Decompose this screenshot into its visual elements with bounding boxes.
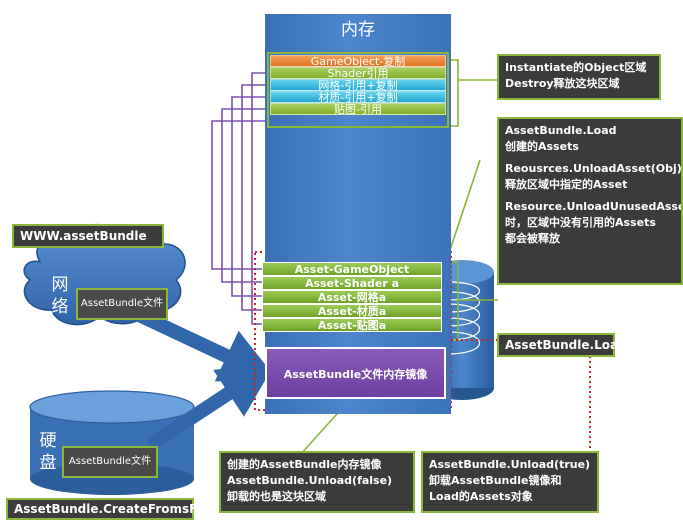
asset-texture: Asset-贴图a bbox=[262, 318, 442, 332]
load-info-callout: AssetBundle.Load 创建的Assets Reousrces.Unl… bbox=[497, 117, 683, 285]
instantiate-callout: Instantiate的Object区域 Destroy释放这块区域 bbox=[497, 54, 661, 100]
load-info-line-1: AssetBundle.Load bbox=[505, 124, 617, 137]
load-info-line-7: 都会被释放 bbox=[505, 232, 560, 245]
create-from-file-label: AssetBundle.CreateFromsFile bbox=[6, 498, 214, 520]
asset-shader: Asset-Shader a bbox=[262, 276, 442, 290]
load-info-line-2: 创建的Assets bbox=[505, 140, 579, 153]
unload-false-line-2: AssetBundle.Unload(false) bbox=[227, 474, 393, 487]
unload-true-callout: AssetBundle.Unload(true) 卸载AssetBundle镜像… bbox=[421, 451, 599, 513]
purple-link-lines bbox=[211, 72, 270, 325]
instantiate-callout-line-2: Destroy释放这块区域 bbox=[505, 77, 620, 90]
load-info-line-4: 释放区域中指定的Asset bbox=[505, 178, 628, 191]
unload-false-line-1: 创建的AssetBundle内存镜像 bbox=[227, 458, 382, 471]
network-label-char-2: 络 bbox=[51, 297, 69, 317]
instantiate-callout-line-1: Instantiate的Object区域 bbox=[505, 61, 647, 74]
unload-true-line-1: AssetBundle.Unload(true) bbox=[429, 458, 591, 471]
memory-item-shader: Shader引用 bbox=[270, 67, 446, 80]
disk-label-char-1: 硬 bbox=[39, 431, 57, 451]
load-info-line-3: Reousrces.UnloadAsset(Obj) bbox=[505, 162, 682, 175]
memory-item-material: 材质-引用+复制 bbox=[270, 91, 446, 104]
unload-false-callout: 创建的AssetBundle内存镜像 AssetBundle.Unload(fa… bbox=[219, 451, 415, 513]
disk-label-char-2: 盘 bbox=[39, 453, 57, 473]
disk-arrow bbox=[146, 362, 276, 451]
memory-item-mesh: 网格-引用+复制 bbox=[270, 79, 446, 92]
network-label-char-1: 网 bbox=[51, 275, 69, 295]
asset-material: Asset-材质a bbox=[262, 304, 442, 318]
asset-gameobject: Asset-GameObject bbox=[262, 262, 442, 276]
unload-true-line-2: 卸载AssetBundle镜像和 bbox=[429, 474, 562, 487]
disk-assetbundle-file: AssetBundle文件 bbox=[62, 446, 158, 478]
unload-true-line-3: Load的Assets对象 bbox=[429, 490, 533, 503]
asset-mesh: Asset-网格a bbox=[262, 290, 442, 304]
assetbundle-load-label: AssetBundle.Load bbox=[497, 333, 627, 357]
instantiate-area-outline bbox=[267, 52, 449, 128]
www-assetbundle-label: WWW.assetBundle bbox=[12, 224, 164, 248]
load-info-line-6: 时，区域中没有引用的Assets bbox=[505, 216, 656, 229]
assetbundle-memory-mirror: AssetBundle文件内存镜像 bbox=[265, 347, 446, 399]
load-info-line-5: Resource.UnloadUnusedAssets bbox=[505, 200, 683, 213]
network-assetbundle-file: AssetBundle文件 bbox=[76, 288, 168, 320]
unload-false-line-3: 卸载的也是这块区域 bbox=[227, 490, 326, 503]
memory-title: 内存 bbox=[341, 20, 375, 40]
memory-item-texture: 贴图-引用 bbox=[270, 103, 446, 116]
memory-item-gameobject: GameObject-复制 bbox=[270, 55, 446, 68]
